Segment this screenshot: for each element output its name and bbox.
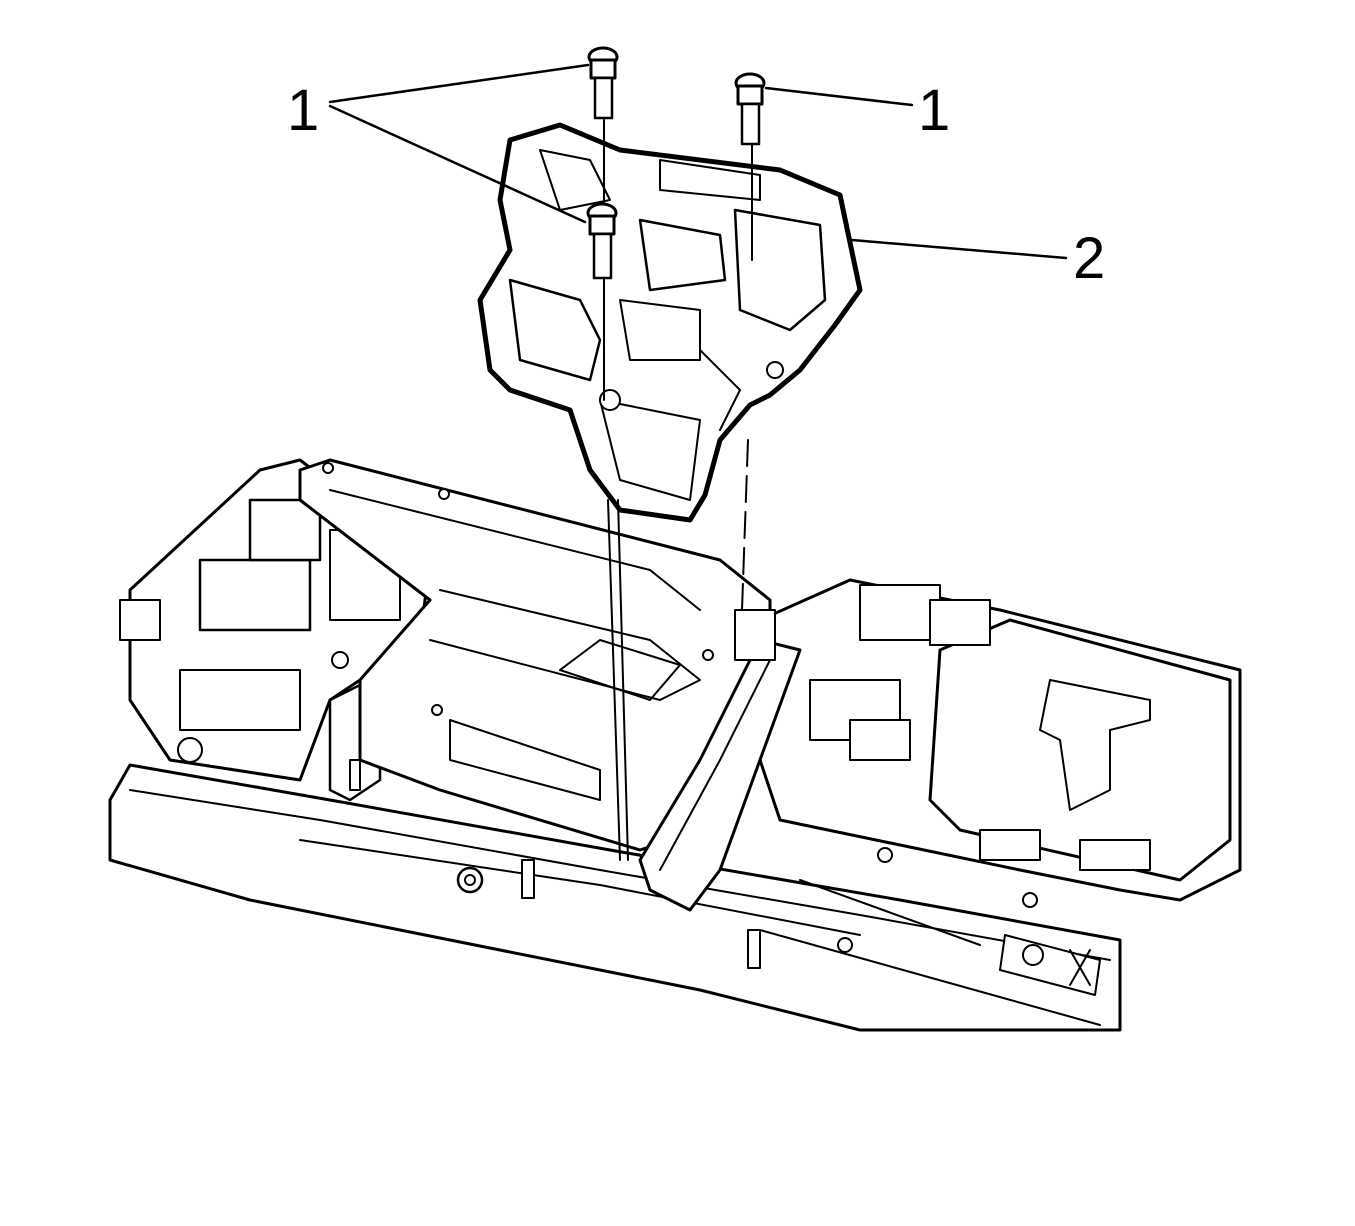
right-control-module bbox=[758, 578, 1242, 996]
bracket bbox=[477, 122, 863, 523]
base-fasteners bbox=[349, 759, 761, 969]
callout-bracket: 2 bbox=[1073, 226, 1106, 291]
callout-bolt-right: 1 bbox=[918, 78, 951, 143]
callout-bolt-left: 1 bbox=[287, 78, 320, 143]
centre-rail bbox=[638, 609, 802, 912]
leader-lines bbox=[328, 63, 1068, 260]
bolts bbox=[586, 46, 766, 861]
base-tray bbox=[108, 763, 1122, 1032]
